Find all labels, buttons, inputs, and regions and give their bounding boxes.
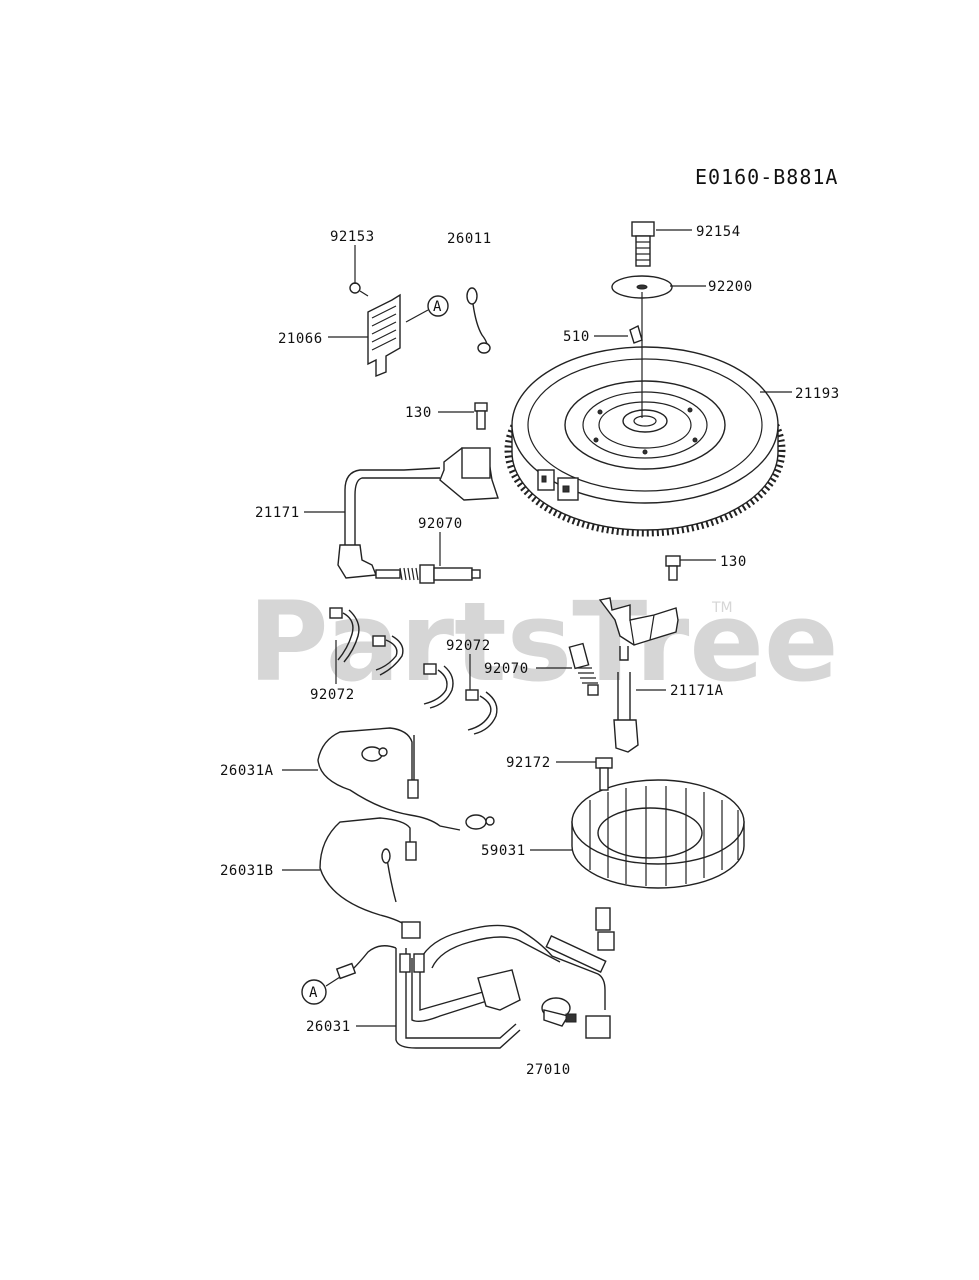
regulator-screw-part[interactable] — [349, 282, 369, 297]
lead-wire-part[interactable] — [466, 287, 491, 354]
label-21171A: 21171A — [670, 683, 724, 699]
oil-pressure-switch-part[interactable] — [541, 997, 577, 1027]
label-92154: 92154 — [696, 224, 741, 240]
label-510: 510 — [563, 329, 590, 345]
flywheel-bolt-part[interactable] — [631, 221, 655, 267]
label-26031: 26031 — [306, 1019, 351, 1035]
coil-bolt-part-top[interactable] — [474, 402, 488, 430]
ignition-coil-part[interactable] — [337, 447, 499, 579]
watermark-text: PartsTree — [248, 578, 839, 706]
flywheel-part[interactable] — [504, 346, 786, 537]
label-27010: 27010 — [526, 1062, 571, 1078]
flywheel-washer-part[interactable] — [611, 275, 673, 299]
regulator-part[interactable] — [367, 293, 401, 378]
svg-text:A: A — [433, 299, 442, 315]
label-26011: 26011 — [447, 231, 492, 247]
label-59031: 59031 — [481, 843, 526, 859]
label-92070-right: 92070 — [484, 661, 529, 677]
label-92172: 92172 — [506, 755, 551, 771]
label-21171: 21171 — [255, 505, 300, 521]
harness-26031B[interactable] — [319, 817, 421, 939]
part-labels: 92153 26011 21066 130 21171 92070 92154 … — [220, 224, 840, 1078]
coil-bolt-part-right[interactable] — [665, 555, 681, 581]
harness-26031[interactable] — [335, 924, 611, 1049]
spark-plug-part-top[interactable] — [375, 564, 481, 584]
label-92070-top: 92070 — [418, 516, 463, 532]
stator-screw-part[interactable] — [595, 757, 613, 791]
clamp-part-1[interactable] — [329, 607, 360, 663]
label-21066: 21066 — [278, 331, 323, 347]
label-130-top: 130 — [405, 405, 432, 421]
label-92153: 92153 — [330, 229, 375, 245]
watermark-trademark: TM — [711, 600, 733, 616]
clamp-part-2[interactable] — [372, 635, 404, 676]
clamp-part-3[interactable] — [423, 663, 454, 709]
leader-lines — [282, 229, 792, 1027]
svg-text:A: A — [309, 985, 318, 1001]
flywheel-key-part[interactable] — [629, 324, 643, 344]
label-92200: 92200 — [708, 279, 753, 295]
diagram-code: E0160-B881A — [695, 165, 838, 189]
ignition-coil-lead-part[interactable] — [613, 672, 639, 753]
stator-part[interactable] — [571, 779, 745, 951]
label-92072-right: 92072 — [446, 638, 491, 654]
callout-a-bottom: A — [301, 976, 341, 1005]
callout-a-top: A — [405, 295, 449, 323]
spark-plug-part-right[interactable] — [568, 642, 599, 696]
label-26031A: 26031A — [220, 763, 274, 779]
harness-26031A[interactable] — [317, 727, 495, 831]
label-21193: 21193 — [795, 386, 840, 402]
clamp-part-4[interactable] — [465, 689, 498, 735]
coil-bracket-part[interactable] — [598, 597, 679, 661]
label-26031B: 26031B — [220, 863, 274, 879]
label-130-right: 130 — [720, 554, 747, 570]
label-92072-left: 92072 — [310, 687, 355, 703]
